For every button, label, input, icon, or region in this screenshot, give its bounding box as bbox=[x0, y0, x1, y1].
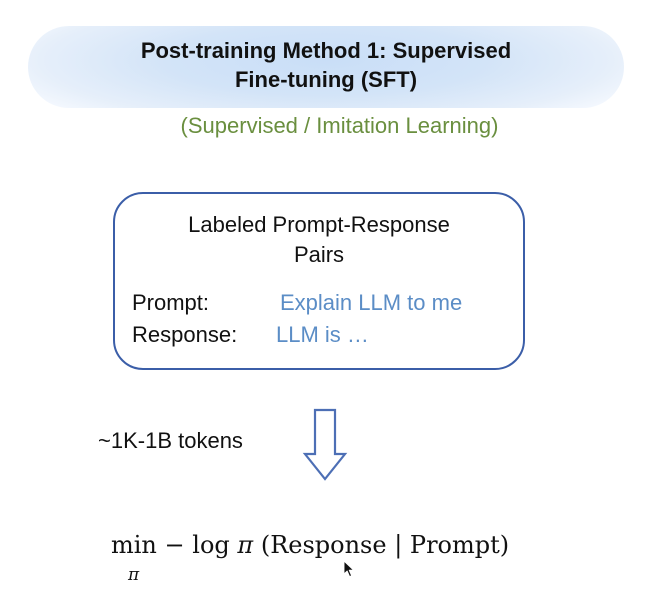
prompt-response-box: Labeled Prompt-Response Pairs Prompt: Ex… bbox=[113, 192, 525, 370]
title-banner bbox=[28, 26, 624, 108]
tokens-label: ~1K-1B tokens bbox=[98, 428, 243, 453]
neg-log: − log bbox=[164, 531, 230, 559]
response-value: LLM is … bbox=[276, 322, 369, 347]
response-label: Response: bbox=[132, 322, 238, 347]
box-heading-line-2: Pairs bbox=[293, 242, 345, 267]
prompt-value: Explain LLM to me bbox=[280, 290, 463, 315]
title-line-1: Post-training Method 1: Supervised bbox=[140, 38, 512, 63]
subtitle: (Supervised / Imitation Learning) bbox=[180, 113, 499, 138]
down-arrow-icon bbox=[302, 408, 348, 481]
box-heading: Labeled Prompt-Response Pairs bbox=[115, 210, 523, 270]
formula-expression: (Response | Prompt) bbox=[260, 531, 510, 559]
policy-symbol: π bbox=[237, 531, 254, 559]
page-title: Post-training Method 1: Supervised Fine-… bbox=[28, 36, 624, 94]
min-text: min bbox=[111, 531, 157, 559]
mouse-cursor-icon bbox=[343, 560, 355, 578]
loss-formula: min π − log π (Response | Prompt) bbox=[111, 528, 510, 585]
title-line-2: Fine-tuning (SFT) bbox=[234, 67, 418, 92]
min-operator: min π bbox=[111, 528, 157, 585]
box-heading-line-1: Labeled Prompt-Response bbox=[188, 212, 450, 237]
prompt-label: Prompt: bbox=[132, 290, 210, 315]
min-subscript: π bbox=[128, 565, 140, 585]
